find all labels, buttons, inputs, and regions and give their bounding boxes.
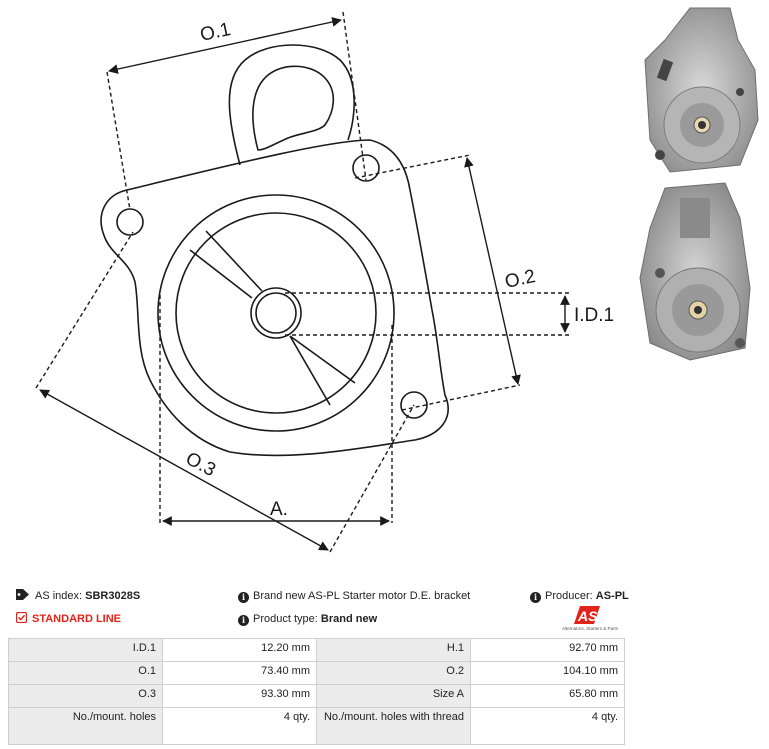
top-loop [228, 44, 355, 166]
spec-label: No./mount. holes with thread [316, 707, 471, 745]
logo-text: AS [577, 608, 598, 624]
as-index: AS index: SBR3028S [16, 589, 140, 603]
mount-hole-bottom [400, 391, 428, 419]
table-row: No./mount. holes 4 qty. No./mount. holes… [8, 707, 625, 745]
spec-label: I.D.1 [8, 638, 163, 662]
product-photo-side [639, 182, 751, 361]
spec-value: 93.30 mm [162, 684, 317, 708]
spec-value: 104.10 mm [470, 661, 625, 685]
inner-ring [175, 212, 377, 414]
spec-value: 12.20 mm [162, 638, 317, 662]
table-row: O.3 93.30 mm Size A 65.80 mm [8, 684, 625, 708]
bore-inner [255, 292, 297, 334]
description: i Brand new AS-PL Starter motor D.E. brac… [238, 589, 470, 603]
product-type-label: Product type: [253, 613, 318, 625]
label-o2: O.2 [503, 266, 537, 293]
info-icon: i [238, 592, 249, 603]
product-type: i Product type: Brand new [238, 612, 377, 626]
description-text: Brand new AS-PL Starter motor D.E. brack… [253, 590, 471, 602]
spec-table: I.D.1 12.20 mm H.1 92.70 mm O.1 73.40 mm… [8, 638, 625, 745]
technical-drawing: O.1 O.2 O.3 A. I.D.1 [35, 11, 614, 553]
spec-label: H.1 [316, 638, 471, 662]
spec-value: 65.80 mm [470, 684, 625, 708]
info-icon: i [238, 615, 249, 626]
mount-hole-left [116, 208, 144, 236]
spec-label: No./mount. holes [8, 707, 163, 745]
label-o1: O.1 [198, 19, 232, 46]
spec-label: O.3 [8, 684, 163, 708]
spec-value: 92.70 mm [470, 638, 625, 662]
product-type-value: Brand new [320, 613, 378, 625]
logo-subtext: Alternators, Starters & Parts [562, 626, 619, 631]
spec-value: 4 qty. [470, 707, 625, 745]
dim-o3 [39, 389, 329, 551]
label-o3: O.3 [182, 448, 219, 481]
producer: i Producer: AS-PL [530, 589, 629, 603]
top-loop-inner [252, 65, 335, 151]
spec-label: O.2 [316, 661, 471, 685]
dim-o1 [108, 17, 342, 74]
product-photo-front [644, 7, 759, 173]
info-icon: i [530, 592, 541, 603]
spec-label: Size A [316, 684, 471, 708]
as-index-label: AS index: [35, 590, 83, 602]
flange-outline [100, 139, 449, 457]
label-a: A. [270, 499, 288, 520]
bore-outer [250, 287, 302, 339]
producer-value: AS-PL [595, 590, 629, 602]
as-index-value: SBR3028S [85, 590, 141, 602]
table-row: O.1 73.40 mm O.2 104.10 mm [8, 661, 625, 685]
mount-hole-top [352, 154, 380, 182]
spec-value: 4 qty. [162, 707, 317, 745]
tag-icon [16, 589, 29, 600]
outer-ring [157, 194, 395, 432]
standard-line: STANDARD LINE [16, 612, 121, 626]
dim-o2 [464, 157, 521, 385]
as-pl-logo: AS Alternators, Starters & Parts [562, 606, 619, 631]
table-row: I.D.1 12.20 mm H.1 92.70 mm [8, 638, 625, 662]
spec-label: O.1 [8, 661, 163, 685]
spec-value: 73.40 mm [162, 661, 317, 685]
producer-label: Producer: [545, 590, 593, 602]
check-square-icon [16, 612, 27, 623]
wedge-cutout [189, 230, 356, 406]
label-id1: I.D.1 [574, 305, 614, 326]
standard-line-label: STANDARD LINE [32, 613, 122, 625]
